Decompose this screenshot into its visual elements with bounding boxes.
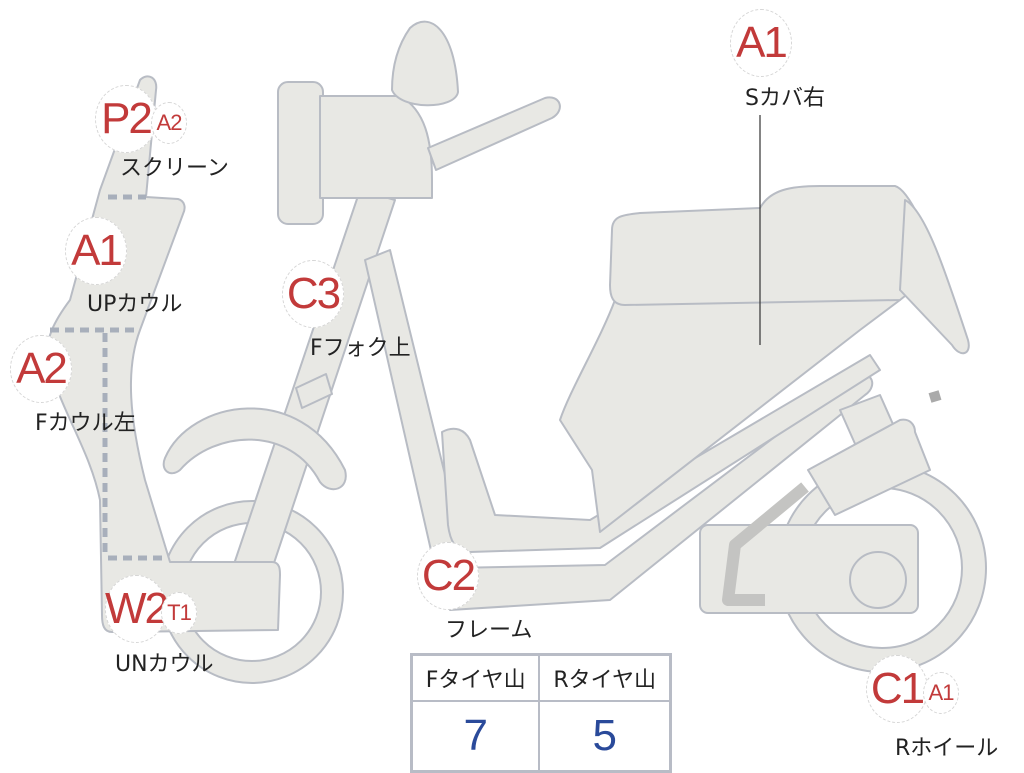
part-label-un-cowl: UNカウル bbox=[115, 652, 214, 677]
part-label-f-cowl-left: Fカウル左 bbox=[35, 411, 136, 436]
tire-tread-table: Fタイヤ山 Rタイヤ山 7 5 bbox=[410, 653, 672, 773]
grade-badge: C1 bbox=[866, 655, 928, 723]
rear-tire-value: 5 bbox=[538, 700, 672, 773]
grade-badge: A2 bbox=[151, 102, 187, 144]
handlebar bbox=[427, 96, 561, 171]
grade-badge: A2 bbox=[10, 335, 72, 403]
grade-badge: A1 bbox=[730, 9, 792, 77]
grade-badge: W2 bbox=[105, 575, 169, 643]
grade-badge: A1 bbox=[923, 672, 959, 714]
front-tire-value: 7 bbox=[410, 700, 541, 773]
headlight bbox=[277, 81, 324, 225]
part-label-frame: フレーム bbox=[445, 618, 533, 643]
table-header-rear-tire: Rタイヤ山 bbox=[538, 653, 672, 702]
part-label-s-cover-right: Sカバ右 bbox=[745, 86, 825, 111]
part-label-up-cowl: UPカウル bbox=[87, 292, 183, 317]
exhaust bbox=[722, 482, 809, 606]
table-header-front-tire: Fタイヤ山 bbox=[410, 653, 541, 702]
part-label-screen: スクリーン bbox=[120, 156, 229, 181]
mirror bbox=[391, 20, 459, 107]
front-fender bbox=[162, 407, 347, 491]
grade-badge: C3 bbox=[282, 260, 344, 328]
grade-badge: C2 bbox=[417, 542, 479, 610]
part-label-r-wheel: Rホイール bbox=[895, 736, 999, 761]
floorboard bbox=[441, 354, 881, 553]
side-cover bbox=[559, 299, 901, 533]
grade-badge: P2 bbox=[95, 85, 157, 153]
part-label-f-fork-upper: Fフォク上 bbox=[310, 336, 411, 361]
seat bbox=[609, 185, 941, 306]
grade-badge: T1 bbox=[161, 592, 197, 634]
tail bbox=[899, 199, 970, 355]
grade-badge: A1 bbox=[65, 217, 127, 285]
